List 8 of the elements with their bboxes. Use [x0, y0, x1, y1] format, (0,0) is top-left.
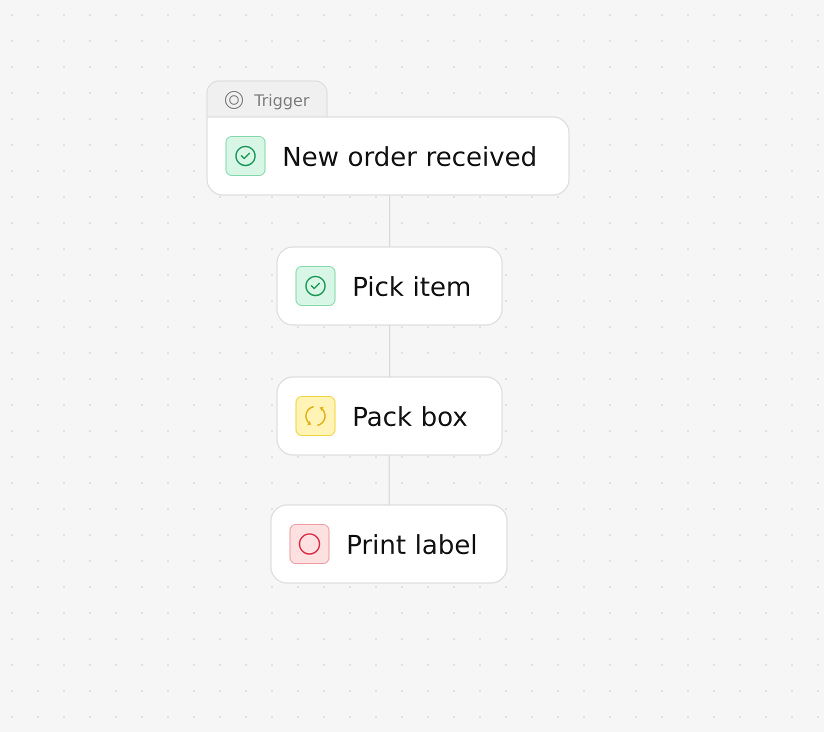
connector-line — [388, 454, 390, 506]
process-box: Pack box — [276, 376, 503, 456]
process-box: New order received — [206, 116, 570, 196]
process-box: Print label — [270, 504, 508, 584]
connector-line — [389, 324, 390, 378]
process-box: Pick item — [276, 246, 503, 326]
connector-line — [389, 194, 390, 248]
node-tab: Trigger — [206, 80, 328, 118]
